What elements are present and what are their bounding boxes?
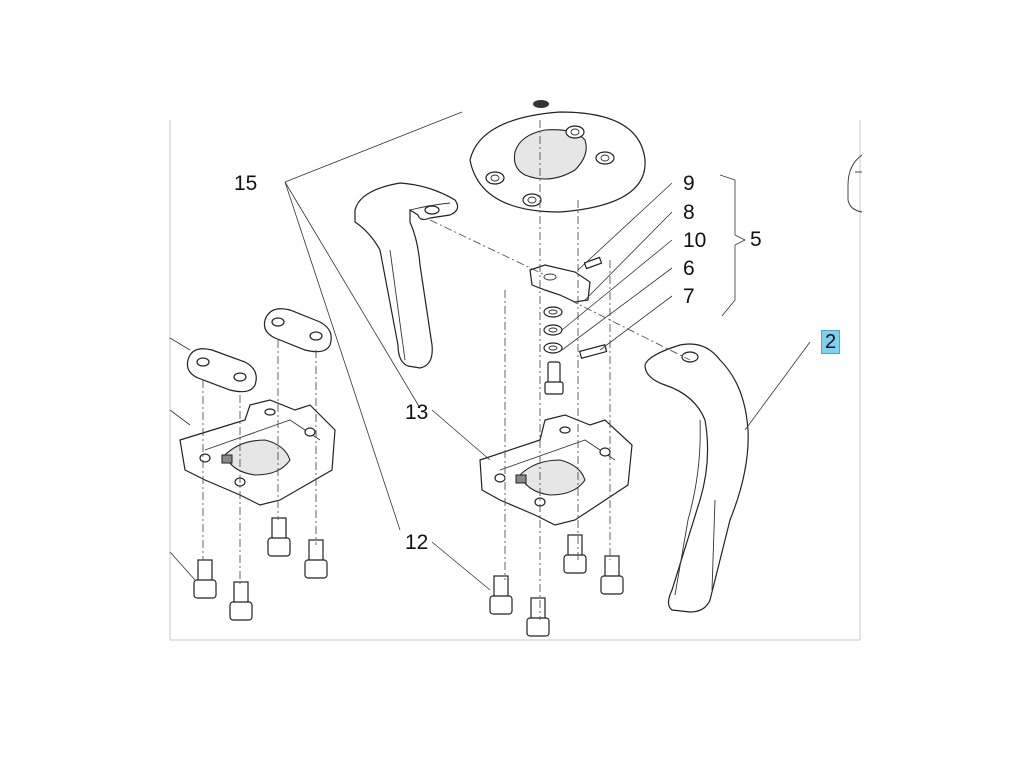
washers <box>543 306 563 354</box>
cam-lever <box>529 256 603 303</box>
mounting-bracket-left <box>179 399 336 506</box>
screw <box>193 559 217 599</box>
screw <box>267 517 291 557</box>
tine-right <box>644 343 749 613</box>
callout-7: 7 <box>683 285 695 308</box>
callout-9: 9 <box>683 172 695 195</box>
callout-12: 12 <box>405 531 429 554</box>
mounting-bracket-right <box>479 414 633 526</box>
link-plate-upper <box>263 308 332 353</box>
callout-8: 8 <box>683 201 695 224</box>
screw <box>563 534 587 574</box>
center-bolt <box>544 361 564 395</box>
callout-5: 5 <box>750 228 762 251</box>
callout-6: 6 <box>683 257 695 280</box>
screw <box>304 539 328 579</box>
screw <box>229 581 253 621</box>
assembly-axes <box>202 120 691 620</box>
link-plate-lower <box>186 348 257 393</box>
rotor-disc <box>469 100 646 213</box>
diagram-frame <box>169 120 861 641</box>
screw <box>489 575 513 615</box>
callout-2-highlighted[interactable]: 2 <box>821 330 841 354</box>
callout-15: 15 <box>234 172 258 195</box>
adjacent-part-fragment <box>847 154 863 213</box>
callout-13: 13 <box>405 401 429 424</box>
screw <box>526 597 550 637</box>
roll-pin <box>578 344 608 359</box>
tine-left <box>354 182 459 369</box>
callout-10: 10 <box>683 229 707 252</box>
screws <box>193 517 624 637</box>
screw <box>600 555 624 595</box>
leader-lines <box>169 111 811 591</box>
